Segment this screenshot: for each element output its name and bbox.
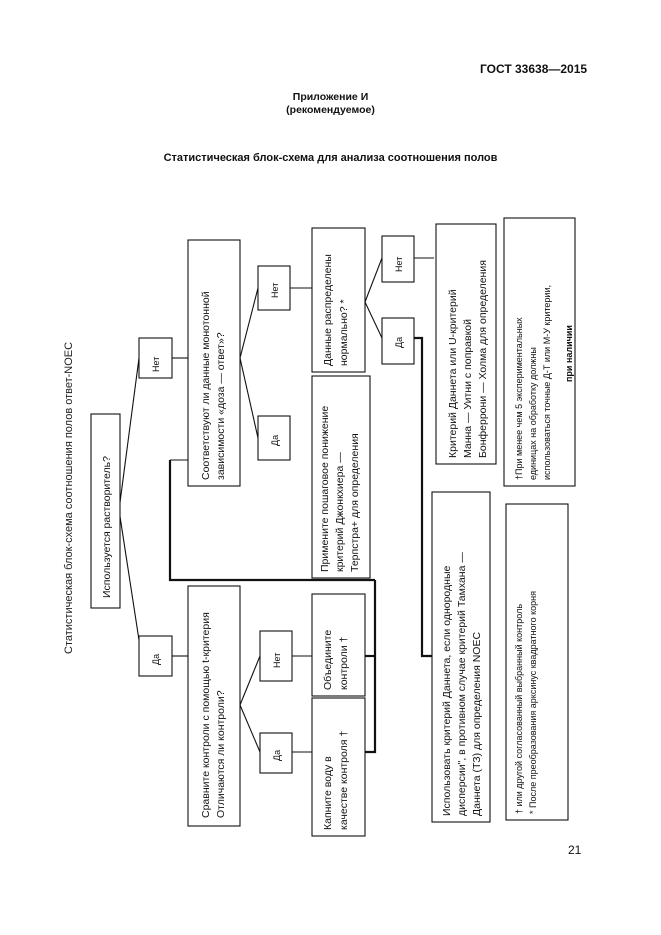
monotonic-question-node: Соответствуют ли данные монотонной завис… <box>187 239 241 487</box>
svg-text:† или другой согласованный выб: † или другой согласованный выбранный кон… <box>514 591 538 814</box>
no-node-3: Нет <box>257 265 291 311</box>
no-node-2: Нет <box>259 630 293 682</box>
svg-text:Использовать критерий Даннета,: Использовать критерий Даннета, если одно… <box>441 549 483 816</box>
svg-text:Нет: Нет <box>394 257 404 272</box>
svg-text:Соответствуют ли данные моното: Соответствуют ли данные монотонной завис… <box>200 288 227 480</box>
combine-controls-node: Объедините контроли † <box>311 593 366 697</box>
normality-question-node: Данные распределены нормально? * <box>311 227 366 373</box>
solvent-question-node: Используется растворитель? <box>90 413 121 609</box>
flowchart-side-title: Статистическая блок-схема соотношения по… <box>63 342 75 654</box>
jonckheere-test-node: Примените пошаговое понижение критерий Д… <box>311 375 371 579</box>
footnote-box-controls: † или другой согласованный выбранный кон… <box>505 503 569 821</box>
svg-text:†При менее чем 5 экспериментал: †При менее чем 5 экспериментальных едини… <box>514 285 552 480</box>
appendix-status: (рекомендуемое) <box>286 104 375 116</box>
no-node-4: Нет <box>381 235 415 283</box>
svg-text:Критерий Даннета или U-критери: Критерий Даннета или U-критерий Манна — … <box>447 260 489 458</box>
yes-node-2: Да <box>259 732 293 774</box>
connectors <box>118 257 434 754</box>
appendix-label: Приложение И <box>292 91 369 103</box>
yes-node-1: Да <box>138 635 173 677</box>
svg-text:Нет: Нет <box>270 283 280 298</box>
svg-text:Нет: Нет <box>272 653 282 668</box>
svg-text:Да: Да <box>394 337 404 348</box>
no-node-1: Нет <box>138 337 173 379</box>
footnote-box-small-samples: †При менее чем 5 экспериментальных едини… <box>503 217 576 487</box>
svg-text:Данные распределены норм: Данные распределены нормально? * <box>322 251 350 366</box>
svg-text:Сравните контроли с помощью t-: Сравните контроли с помощью t-критерия О… <box>200 609 227 818</box>
standard-code: ГОСТ 33638—2015 <box>480 62 588 76</box>
compare-controls-node: Сравните контроли с помощью t-критерия О… <box>187 585 241 827</box>
document-title: Статистическая блок-схема для анализа со… <box>163 152 498 164</box>
svg-text:Объедините контроли †: Объедините контроли † <box>322 627 350 690</box>
yes-node-3: Да <box>257 415 291 461</box>
svg-text:Примените пошаговое понижение: Примените пошаговое понижение критерий Д… <box>319 403 361 572</box>
svg-text:Капните воду в качестве: Капните воду в качестве контроля † <box>322 731 350 830</box>
svg-text:Да: Да <box>272 750 282 761</box>
yes-node-4: Да <box>381 317 415 365</box>
svg-text:Используется растворитель?: Используется растворитель? <box>101 456 113 598</box>
svg-text:Нет: Нет <box>151 357 161 372</box>
svg-text:при наличии: при наличии <box>564 325 574 382</box>
dunnett-mann-whitney-node: Критерий Даннета или U-критерий Манна — … <box>435 223 497 465</box>
water-control-node: Капните воду в качестве контроля † <box>311 697 366 837</box>
svg-text:Да: Да <box>151 654 161 665</box>
svg-text:Да: Да <box>270 435 280 446</box>
dunnett-tamhane-node: Использовать критерий Даннета, если одно… <box>431 491 491 823</box>
page-number: 21 <box>568 843 582 857</box>
